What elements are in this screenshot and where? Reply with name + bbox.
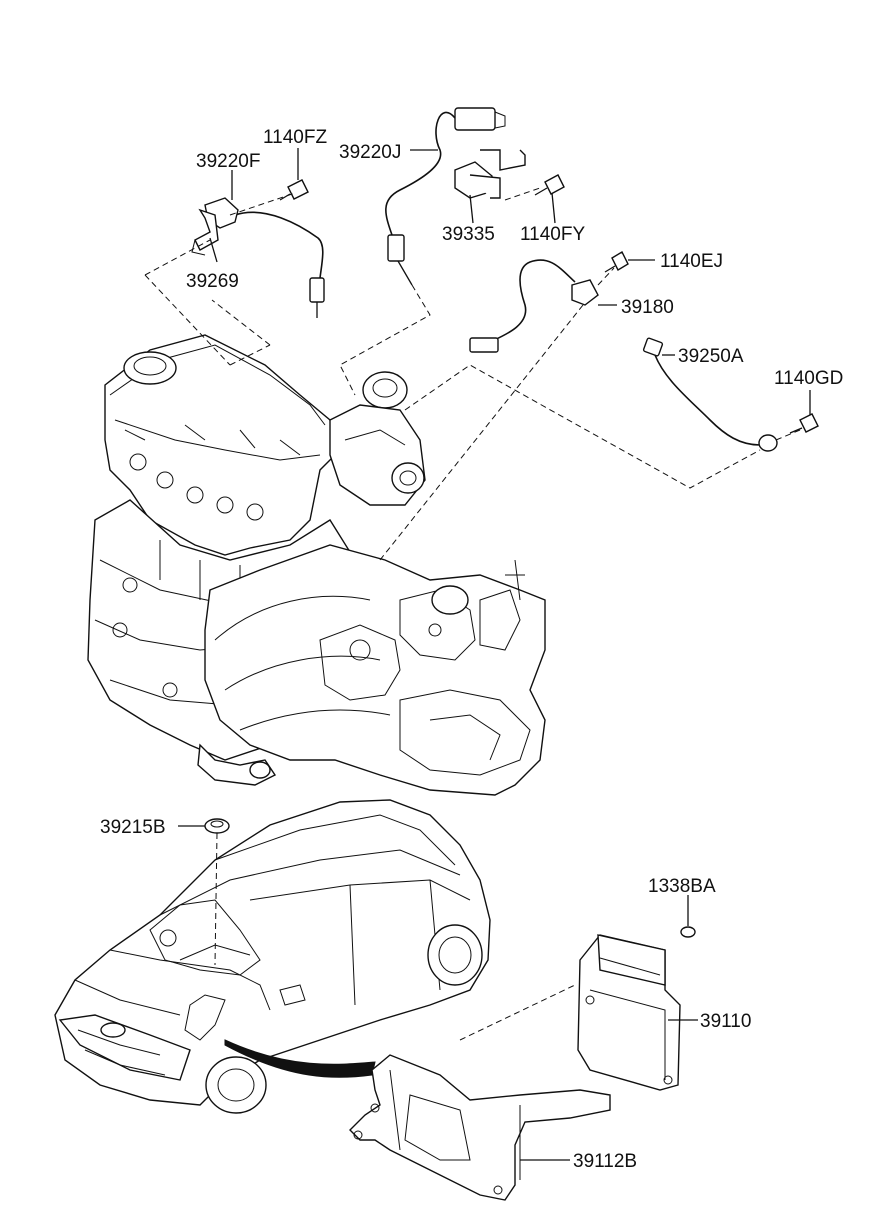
ref-line-39250A xyxy=(404,364,761,489)
label-39269: 39269 xyxy=(186,271,239,292)
label-39180: 39180 xyxy=(621,297,674,318)
ref-line-39220F xyxy=(144,239,271,366)
bolt-1140GD-icon xyxy=(789,413,819,434)
leader-39335 xyxy=(469,194,474,224)
leader-1140FY xyxy=(551,192,556,224)
label-39335: 39335 xyxy=(442,224,495,245)
nut-1338BA-icon xyxy=(680,926,696,938)
label-39215B: 39215B xyxy=(100,817,166,838)
label-1140GD: 1140GD xyxy=(774,368,843,389)
bracket-39112B xyxy=(349,1054,611,1201)
engine-assembly xyxy=(87,334,546,796)
transmission xyxy=(204,544,546,796)
label-1140FZ: 1140FZ xyxy=(263,127,327,148)
label-39250A: 39250A xyxy=(678,346,744,367)
ref-line-39220J xyxy=(339,284,431,396)
ecu-39110 xyxy=(577,934,681,1091)
label-39112B: 39112B xyxy=(573,1151,637,1172)
sensor-39220F xyxy=(191,197,325,318)
sensor-39220J xyxy=(385,107,541,286)
car-outline xyxy=(54,799,491,1114)
sensor-39250A xyxy=(642,337,778,452)
bolt-1140FY-icon xyxy=(534,174,565,196)
label-1140FY: 1140FY xyxy=(520,224,585,245)
label-39220F: 39220F xyxy=(196,151,260,172)
label-39220J: 39220J xyxy=(339,142,401,163)
turbocharger xyxy=(329,371,426,506)
bolt-1140FZ-icon xyxy=(279,179,309,201)
ref-line-39180 xyxy=(379,304,584,561)
sensor-39180 xyxy=(469,259,599,353)
label-1338BA: 1338BA xyxy=(648,876,716,897)
label-1140EJ: 1140EJ xyxy=(660,251,723,272)
bolt-1140EJ-icon xyxy=(604,251,629,273)
grommet-39215B-icon xyxy=(204,818,230,834)
label-39110: 39110 xyxy=(700,1011,751,1032)
leader-39269 xyxy=(209,237,218,263)
